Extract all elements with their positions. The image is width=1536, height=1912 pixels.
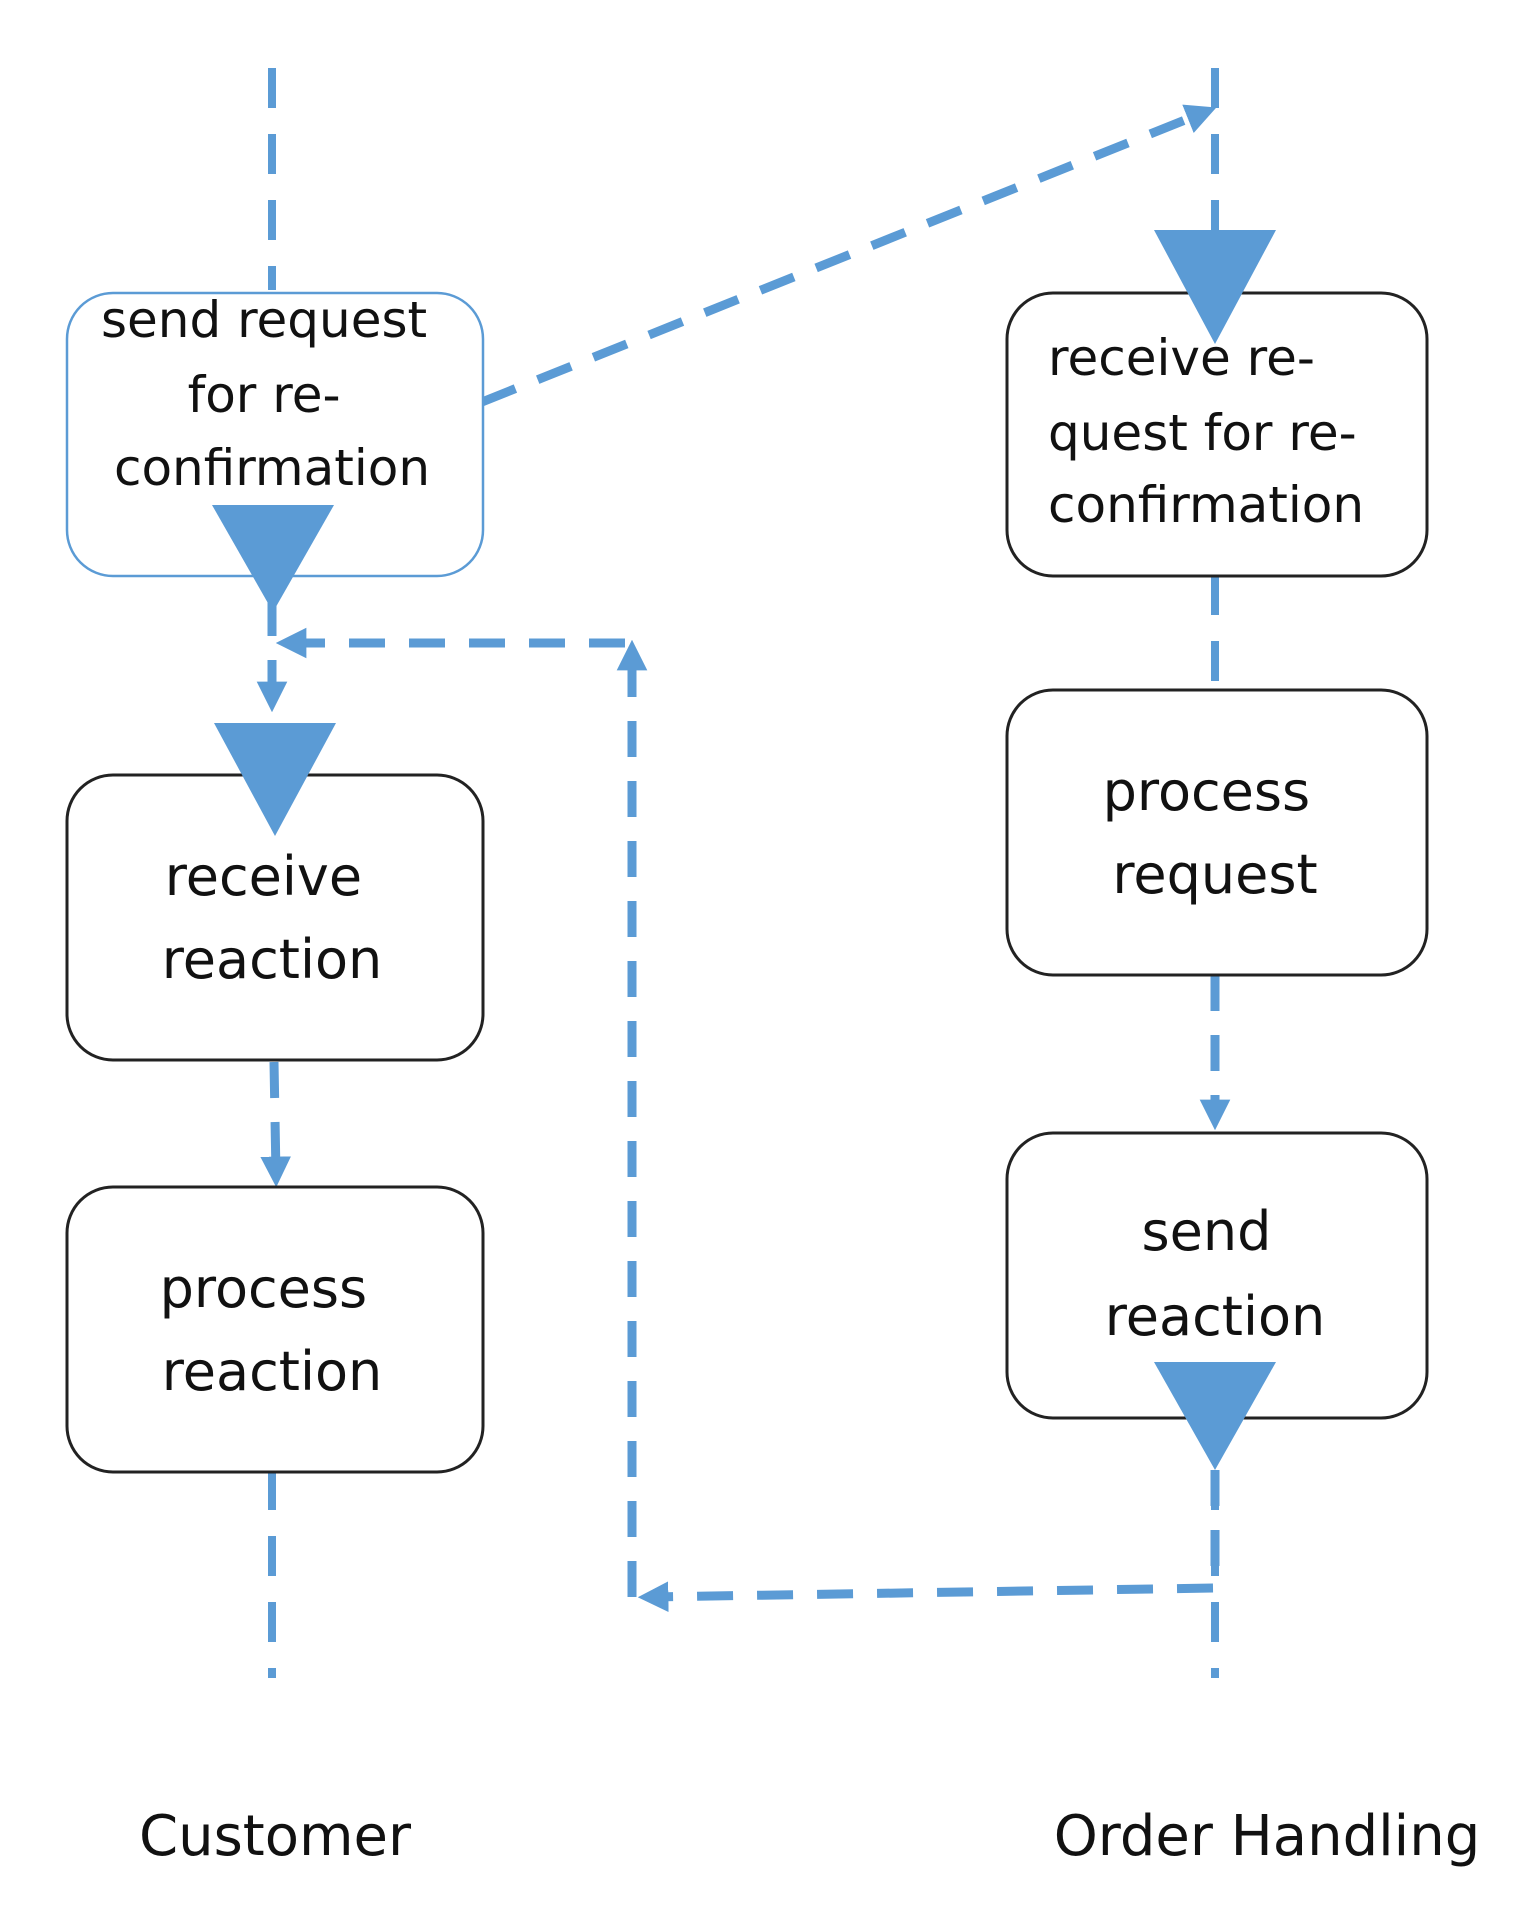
box-text-line: receive [165,845,362,908]
lane-label-order-handling: Order Handling [1054,1804,1481,1869]
box-text-line: send request [101,291,427,349]
svg-text:send request for re-: send request for re- confirmation [101,291,443,497]
box-text-line: send [1141,1200,1271,1263]
svg-text:send reaction: send reaction [1105,1200,1325,1348]
box-text-line: request [1112,843,1317,906]
receive-reaction-box: receive reaction [65,773,485,1062]
request-message-arrow [480,104,1217,407]
box-text-line: for re- [188,366,341,424]
receive-to-process-reaction-arrow [260,1061,291,1188]
box-text-line: reaction [162,928,382,991]
process-reaction-box: process reaction [65,1185,485,1474]
process-request-box: process request [1005,688,1429,977]
svg-text:receive reaction: receive reaction [162,845,382,991]
receive-request-box: receive re- quest for re- confirmation [1005,291,1429,578]
box-text-line: process [160,1257,368,1320]
box-text-line: confirmation [114,439,430,497]
send-reaction-box: send reaction [1005,1131,1429,1420]
svg-text:receive re- quest for r: receive re- quest for re- confirmation [1048,329,1373,534]
box-text-line: confirmation [1048,476,1364,534]
send-triangle-marker [1154,1362,1276,1470]
send-request-box: send request for re- confirmation [65,291,485,578]
box-text-line: quest for re- [1048,404,1357,462]
svg-text:process reaction: process reaction [160,1257,385,1403]
receive-triangle-marker [1154,230,1276,344]
send-triangle-marker [212,505,334,612]
reaction-message-arrow-return [637,1470,1220,1613]
box-text-line: reaction [1105,1285,1325,1348]
box-text-line: process [1103,760,1311,823]
box-text-line: receive re- [1048,329,1315,387]
svg-text:process request: process request [1103,760,1328,906]
lane-label-customer: Customer [139,1804,412,1869]
box-text-line: reaction [162,1340,382,1403]
receive-triangle-marker [214,723,336,836]
